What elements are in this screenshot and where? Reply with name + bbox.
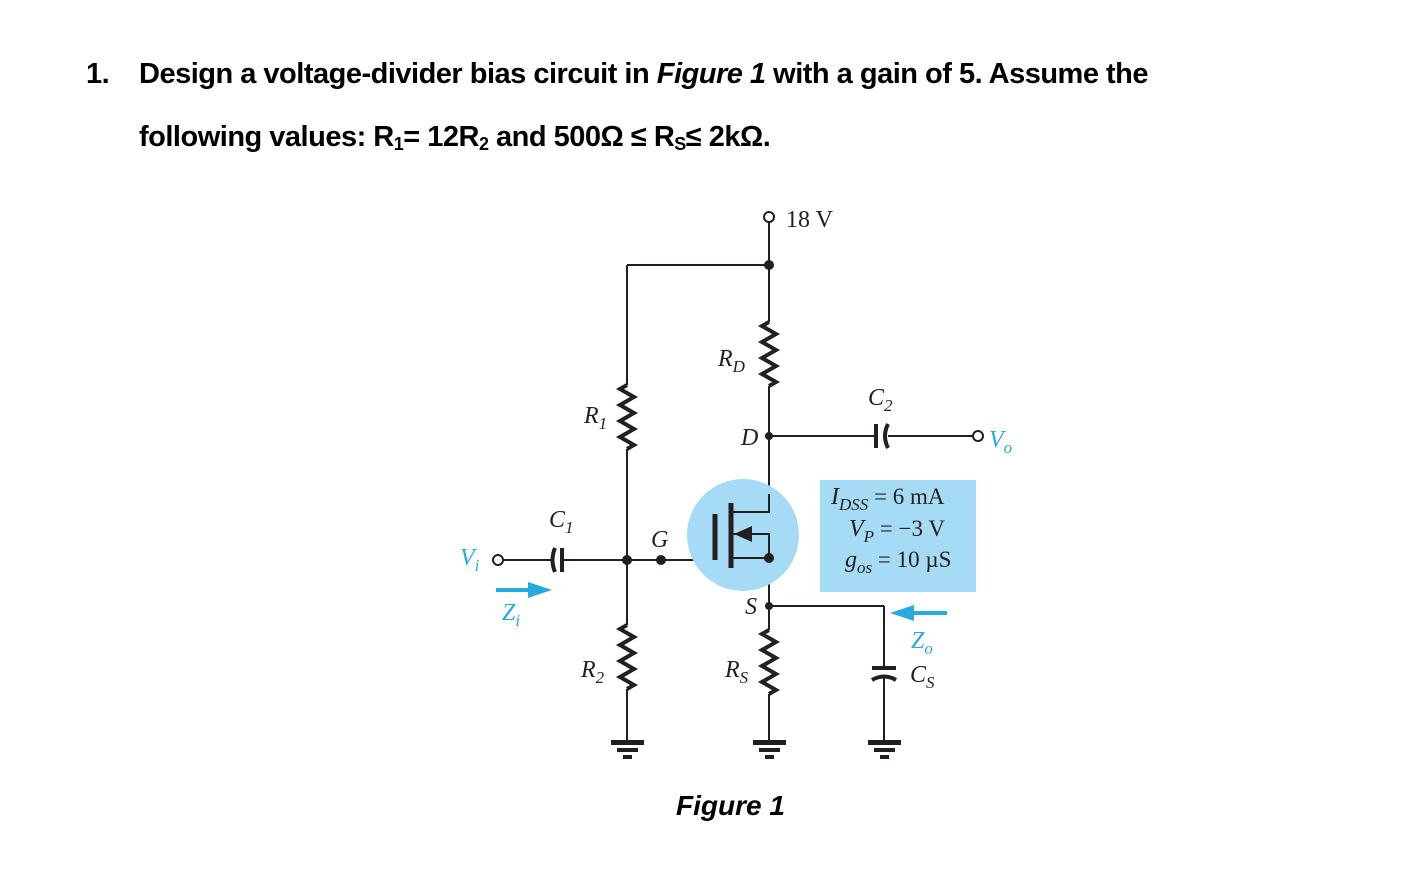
ground-icon [753,740,786,759]
vp-param: VP = −3 V [849,516,945,546]
r1-resistor [615,383,639,451]
zi-label: Zi [502,600,520,630]
ground-icon [868,740,901,759]
output-terminal [972,430,984,442]
supply-label: 18 V [786,207,834,233]
junction-dot-source [765,602,773,610]
junction-dot [764,553,774,563]
idss-param: IDSS = 6 mA [830,484,945,514]
drain-label: D [740,425,758,451]
r2-label: R2 [580,657,605,687]
figure-reference: Figure 1 [656,58,766,90]
input-terminal [492,554,504,566]
c2-label: C2 [868,385,893,415]
ground-icon [611,740,644,759]
r1-label: R1 [583,403,607,433]
c1-label: C1 [549,507,574,537]
gate-label: G [651,527,668,553]
zo-arrow-icon [890,605,947,621]
cs-capacitor-curved [870,674,898,682]
c2-capacitor-curved [883,423,890,449]
junction-dot [764,260,774,270]
c1-capacitor-curved [550,547,557,573]
rd-label: RD [717,346,746,376]
rs-label: RS [724,657,749,687]
rs-resistor [757,628,781,696]
cs-label: CS [910,662,935,692]
rd-resistor [757,320,781,388]
r2-resistor [615,623,639,691]
source-label: S [745,594,757,620]
question-line-2: following values: R1= 12R2 and 500Ω ≤ RS… [139,121,771,154]
jfet-drain-lead [731,494,770,513]
vo-label: Vo [989,427,1012,457]
junction-dot-gate [656,555,666,565]
junction-dot [622,555,632,565]
question-number: 1. [86,58,110,90]
jfet-arrow-icon [734,526,752,542]
parameter-box [820,480,976,592]
figure-caption: Figure 1 [676,790,785,821]
zi-arrow-icon [496,582,552,598]
question-line-1: 1.Design a voltage-divider bias circuit … [86,58,1149,90]
supply-terminal [763,211,775,223]
junction-dot-drain [765,432,773,440]
vi-label: Vi [460,545,480,575]
gos-param: gos = 10 µS [845,547,951,577]
zo-label: Zo [911,628,933,658]
